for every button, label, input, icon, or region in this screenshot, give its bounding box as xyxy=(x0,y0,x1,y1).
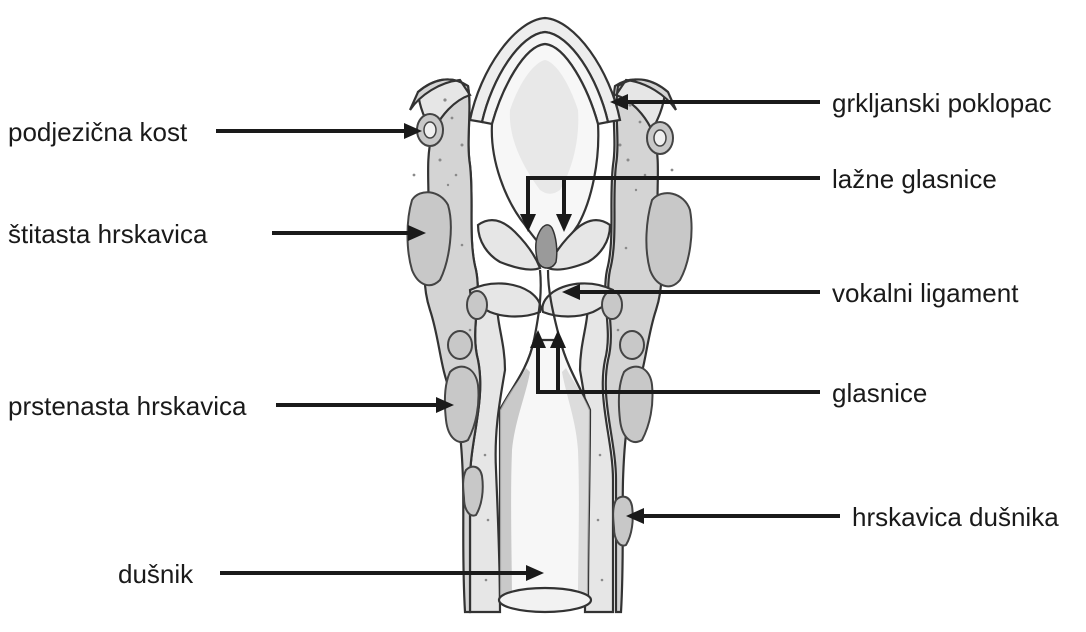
left-small-cartilage xyxy=(448,331,472,359)
label-thyroid-cartilage: štitasta hrskavica xyxy=(8,219,208,249)
label-hyoid-bone: podjezična kost xyxy=(8,117,188,147)
label-trachea: dušnik xyxy=(118,559,194,589)
label-epiglottis: grkljanski poklopac xyxy=(832,88,1052,118)
tracheal-lumen xyxy=(500,340,590,600)
label-vocal-ligament: vokalni ligament xyxy=(832,278,1019,308)
right-hyoid-core xyxy=(654,130,666,146)
label-vocal-cords: glasnice xyxy=(832,378,927,408)
laryngeal-ventricle xyxy=(536,225,557,268)
tracheal-cartilage-ring xyxy=(613,497,633,546)
left-arytenoid xyxy=(467,291,487,319)
label-false-vocal-cords: lažne glasnice xyxy=(832,164,997,194)
right-small-cartilage xyxy=(620,331,644,359)
label-tracheal-cartilage: hrskavica dušnika xyxy=(852,502,1059,532)
left-thyroid-cartilage xyxy=(408,192,451,285)
label-cricoid-cartilage: prstenasta hrskavica xyxy=(8,391,247,421)
tracheal-cartilage-ring-left xyxy=(463,467,483,516)
right-thyroid-cartilage xyxy=(646,193,691,286)
right-arytenoid xyxy=(602,291,622,319)
tracheal-opening xyxy=(499,588,591,612)
larynx-illustration xyxy=(408,18,692,612)
left-hyoid-core xyxy=(424,122,436,138)
right-cricoid-cartilage xyxy=(619,367,653,442)
